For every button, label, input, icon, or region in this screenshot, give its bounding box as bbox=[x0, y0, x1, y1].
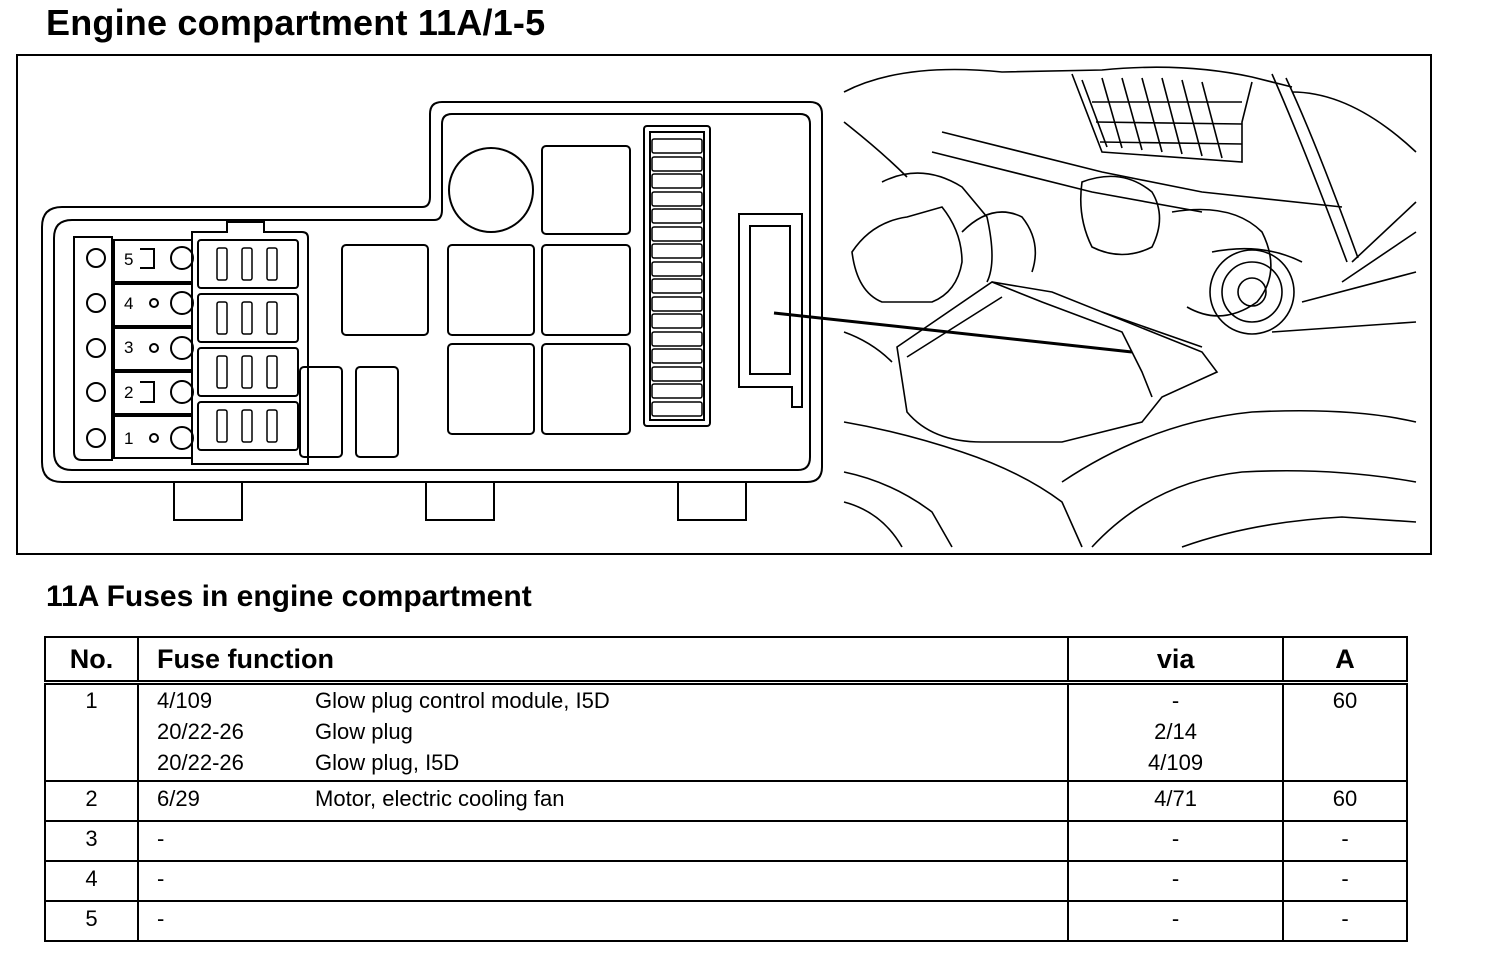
via-ref: - bbox=[1171, 826, 1180, 851]
fuse-label-2: 2 bbox=[124, 383, 133, 402]
relay-left bbox=[341, 244, 429, 336]
table-row: 3 - - - bbox=[43, 821, 1409, 861]
relay-top bbox=[541, 145, 631, 235]
fuse-box-drawing: 5 4 3 2 1 bbox=[41, 66, 1417, 548]
mini-fuse-strip bbox=[643, 125, 711, 427]
fuse-number: 3 bbox=[85, 826, 98, 851]
wiring-ref: 20/22-26 bbox=[157, 719, 244, 744]
via-ref: 4/71 bbox=[1154, 786, 1197, 811]
fuse-function: Glow plug control module, I5D bbox=[315, 688, 610, 713]
location-pointer bbox=[773, 311, 1133, 354]
fuse-label-3: 3 bbox=[124, 338, 133, 357]
via-ref: - bbox=[1171, 688, 1180, 713]
header-amp: A bbox=[1281, 637, 1409, 683]
header-via: via bbox=[1067, 637, 1284, 683]
via-ref: 2/14 bbox=[1154, 719, 1197, 744]
engine-bay-sketch bbox=[843, 66, 1417, 548]
table-header-row: No. Fuse function via A bbox=[43, 637, 1409, 683]
table-row: 4 - - - bbox=[43, 861, 1409, 901]
fuse-function: Glow plug bbox=[315, 719, 413, 744]
table-row: 2 6/29 Motor, electric cooling fan 4/71 6… bbox=[43, 781, 1409, 821]
amperage: 60 bbox=[1332, 786, 1358, 811]
via-ref: 4/109 bbox=[1148, 750, 1204, 775]
header-no: No. bbox=[43, 637, 140, 683]
fuse-number: 5 bbox=[85, 906, 98, 931]
wiring-ref: 20/22-26 bbox=[157, 750, 244, 775]
fuse-box-housing-outline bbox=[41, 101, 823, 483]
wiring-ref: - bbox=[157, 826, 165, 851]
fuse-label-1: 1 bbox=[124, 429, 133, 448]
wiring-ref: - bbox=[157, 866, 165, 891]
table-row: 1 4/109 Glow plug control module, I5D 20/… bbox=[43, 682, 1409, 781]
wiring-ref: 6/29 bbox=[157, 786, 200, 811]
amperage: - bbox=[1341, 826, 1349, 851]
connector-block bbox=[191, 221, 309, 465]
amperage: - bbox=[1341, 866, 1349, 891]
fuse-function: Motor, electric cooling fan bbox=[315, 786, 565, 811]
fuse-number: 1 bbox=[85, 688, 98, 713]
fuse-label-4: 4 bbox=[124, 294, 133, 313]
fuse-number: 2 bbox=[85, 786, 98, 811]
wiring-ref: - bbox=[157, 906, 165, 931]
amperage: - bbox=[1341, 906, 1349, 931]
page-title: Engine compartment 11A/1-5 bbox=[46, 2, 546, 43]
fuse-box-figure: 5 4 3 2 1 bbox=[16, 54, 1432, 555]
round-relay bbox=[448, 147, 534, 233]
via-ref: - bbox=[1171, 866, 1180, 891]
via-ref: - bbox=[1171, 906, 1180, 931]
fuse-function: Glow plug, I5D bbox=[315, 750, 460, 775]
table-row: 5 - - - bbox=[43, 901, 1409, 941]
amperage: 60 bbox=[1332, 688, 1358, 713]
header-function: Fuse function bbox=[137, 637, 1070, 683]
fuse-number: 4 bbox=[85, 866, 98, 891]
wiring-ref: 4/109 bbox=[157, 688, 213, 713]
mount-tab-left bbox=[173, 482, 243, 521]
fuse-label-5: 5 bbox=[124, 250, 133, 269]
mount-tab-right bbox=[677, 482, 747, 521]
section-title: 11A Fuses in engine compartment bbox=[46, 580, 532, 613]
mount-tab-middle bbox=[425, 482, 495, 521]
